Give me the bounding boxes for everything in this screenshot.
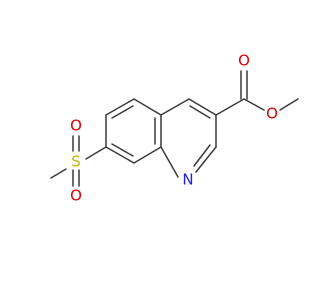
molecule-structure: O O N S O O [50,52,299,205]
bond-c7-c8-inner [111,143,134,157]
bond-s-methyl [50,168,67,179]
bond-c4-c3-outer [188,98,217,116]
atom-o-sulfonyl-top: O [70,117,82,135]
bond-carbonyl-o-ester [243,98,265,111]
bond-c4-c3-inner [189,105,211,119]
bond-c2-n1-inner [193,144,211,167]
molecule-canvas: O O N S O O [50,51,299,205]
bond-c4a-c4 [160,98,190,116]
atom-o-carbonyl: O [238,52,250,70]
bond-c7-s [85,146,107,160]
bond-c2-n1-outer [195,146,217,173]
bond-o-methyl [279,98,299,111]
atom-o-ester: O [266,105,278,123]
bond-n1-c8a [160,146,179,178]
atom-n-ring: N [182,171,193,189]
bond-c5-c6-inner [111,105,134,119]
bond-c5-c6-outer [105,98,135,116]
bond-c8-c8a [133,146,162,164]
bond-c3-carbonyl [215,98,245,116]
atom-o-sulfonyl-bottom: O [70,187,82,205]
bond-c4a-c5-outer [133,98,162,116]
bond-c7-c8 [105,146,135,164]
atom-s-sulfonyl: S [71,153,81,171]
